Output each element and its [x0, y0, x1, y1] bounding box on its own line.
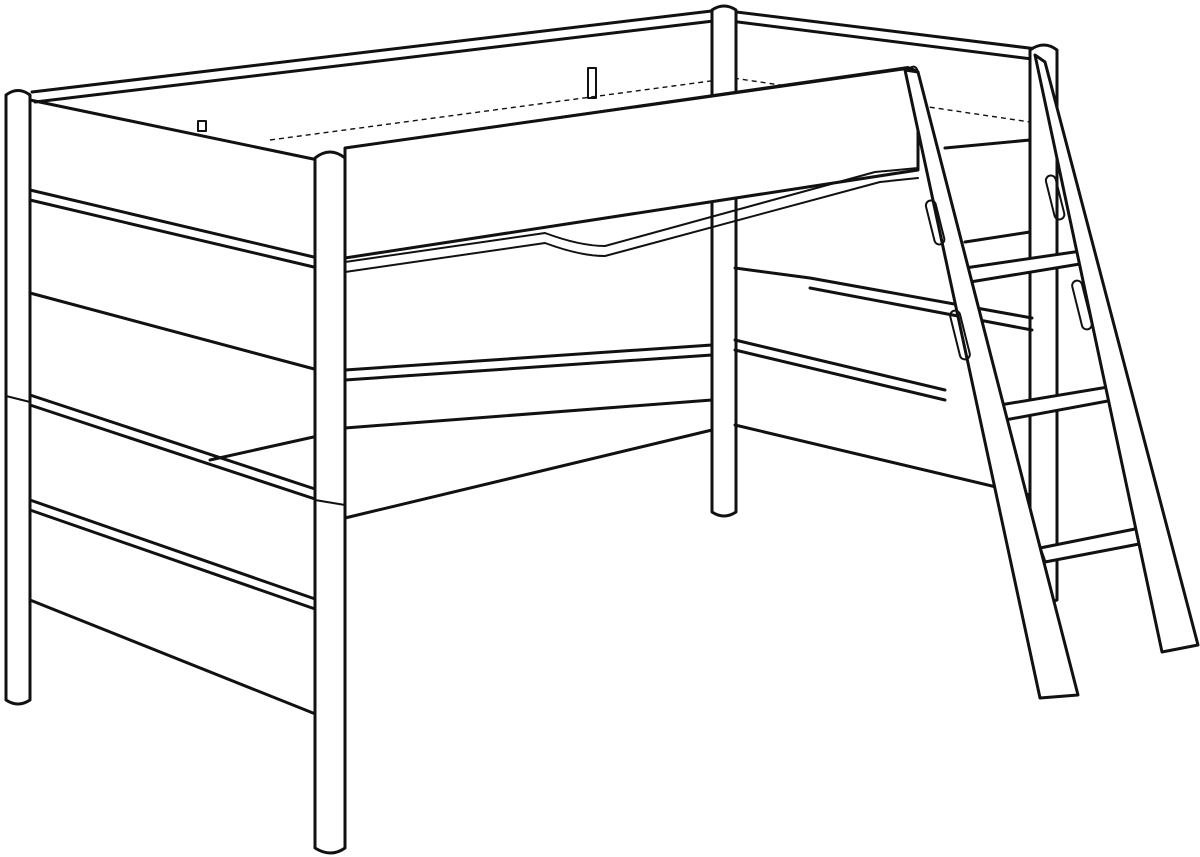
inner-pins [197, 67, 597, 132]
ladder-slot [924, 199, 946, 246]
post-front-middle [313, 150, 347, 855]
mattress-outline-dashed [269, 77, 1031, 141]
ladder-slot [949, 309, 971, 361]
front-guard-rail [343, 65, 920, 273]
ladder-slot [1044, 174, 1066, 221]
head-end-panels [28, 98, 320, 717]
ladder-right-rail [1033, 53, 1200, 654]
post-back-middle [710, 4, 738, 518]
ladder [903, 53, 1200, 700]
front-lower-panels [208, 343, 714, 520]
ladder-left-rail [903, 68, 1080, 700]
post-front-left [4, 89, 32, 706]
ladder-slot [1071, 279, 1093, 331]
